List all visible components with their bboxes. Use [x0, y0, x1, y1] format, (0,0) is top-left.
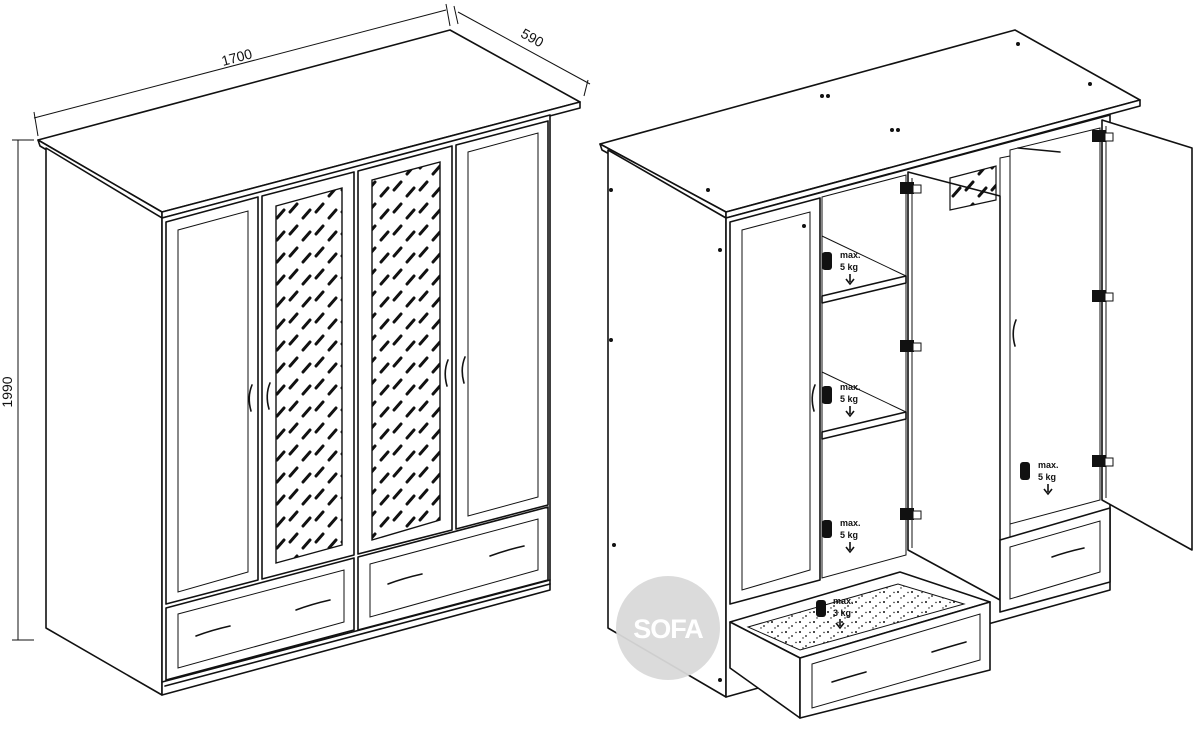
drawer-open — [729, 571, 991, 719]
drawer-handle — [489, 545, 525, 557]
hinge-icon — [900, 340, 922, 352]
door-right-outer — [455, 120, 549, 530]
dimension-depth: 590 — [453, 5, 591, 97]
arrow-down-icon — [1043, 484, 1053, 496]
load-label-line2: 5 kg — [840, 394, 858, 404]
watermark-badge — [616, 576, 720, 680]
sofa-watermark: SOFA — [616, 576, 720, 680]
wardrobe-open-view: max. 5 kg max. 5 kg max. 5 kg max. 5 kg … — [599, 29, 1193, 719]
door-left-inner — [261, 171, 355, 580]
load-label-line1: max. — [833, 596, 854, 606]
drawer-handle — [195, 625, 231, 637]
shelf — [821, 371, 907, 440]
drawer-handle — [387, 573, 423, 585]
load-label-shelf-middle: max. 5 kg — [822, 382, 861, 418]
door-open-left — [907, 171, 1001, 601]
drawer-handle — [931, 641, 967, 653]
door-handle — [444, 359, 449, 387]
load-label-line1: max. — [840, 382, 861, 392]
weight-icon — [816, 600, 826, 617]
hinge-icon — [1092, 455, 1114, 467]
weight-icon — [1020, 462, 1030, 480]
wardrobe-closed-view: 1700 590 1990 — [0, 3, 591, 696]
dimension-width: 1700 — [33, 3, 451, 137]
arrow-down-icon — [835, 619, 845, 630]
hinge-icon — [900, 508, 922, 520]
hinge-icon — [1092, 290, 1114, 302]
weight-icon — [822, 252, 832, 270]
drawer-handle — [295, 599, 331, 611]
arrow-down-icon — [845, 406, 855, 418]
load-label-line1: max. — [1038, 460, 1059, 470]
door-handle — [248, 384, 253, 412]
load-label-right-compartment: max. 5 kg — [1020, 460, 1059, 496]
drawer-handle — [1051, 547, 1085, 558]
side-panel — [45, 147, 163, 696]
door-handle — [266, 382, 271, 410]
door-open-right — [1101, 119, 1193, 551]
screw-holes — [609, 42, 1092, 682]
hinge-icon — [900, 182, 922, 194]
load-label-shelf-bottom: max. 5 kg — [822, 518, 861, 554]
depth-label: 590 — [518, 25, 546, 50]
dimension-height: 1990 — [0, 139, 34, 641]
arrow-down-icon — [845, 542, 855, 554]
load-label-line1: max. — [840, 518, 861, 528]
height-label: 1990 — [0, 376, 15, 407]
door-handle — [1012, 319, 1017, 347]
drawer-handle — [831, 671, 867, 683]
load-label-line2: 5 kg — [1038, 472, 1056, 482]
weight-icon — [822, 520, 832, 538]
load-label-shelf-top: max. 5 kg — [822, 250, 861, 286]
door-closed — [729, 197, 821, 605]
drawer-right — [999, 507, 1111, 613]
drawer-left — [165, 557, 355, 681]
hanging-rail — [1017, 147, 1061, 153]
arrow-down-icon — [845, 274, 855, 286]
door-handle — [461, 356, 466, 384]
door-right-inner — [357, 145, 453, 555]
load-label-line2: 5 kg — [840, 530, 858, 540]
load-label-line2: 5 kg — [840, 262, 858, 272]
load-label-drawer: max. 3 kg — [816, 596, 854, 630]
width-label: 1700 — [220, 45, 254, 69]
shelf — [821, 235, 907, 304]
door-left-outer — [165, 196, 259, 605]
door-handle — [811, 384, 816, 412]
watermark-logo: SOFA — [633, 614, 703, 644]
weight-icon — [822, 386, 832, 404]
drawer-right — [357, 506, 549, 631]
load-label-line1: max. — [840, 250, 861, 260]
load-label-line2: 3 kg — [833, 608, 851, 618]
hinge-icon — [1092, 130, 1114, 142]
